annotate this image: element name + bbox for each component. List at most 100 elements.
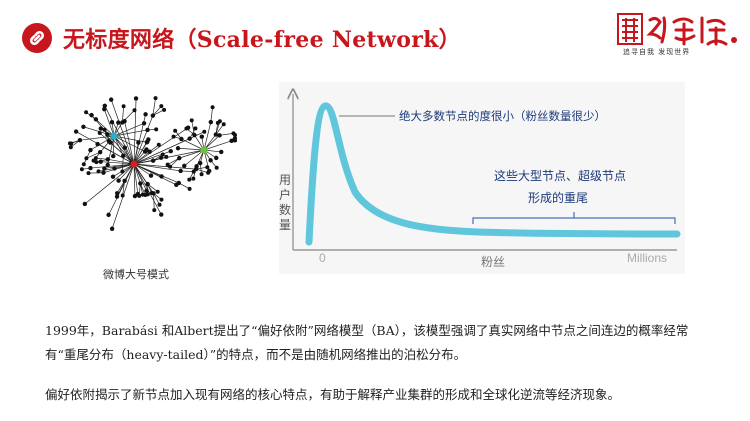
network-node [160, 152, 165, 157]
network-edge [177, 147, 205, 151]
network-node [116, 178, 121, 183]
annotation-tail-2: 形成的重尾 [528, 190, 588, 205]
network-edge [184, 149, 205, 167]
network-edge [103, 109, 115, 137]
network-node [67, 141, 72, 146]
network-node [98, 126, 103, 131]
annotation-majority: 绝大多数节点的度很小（粉丝数量很少） [399, 109, 606, 123]
network-node [122, 145, 128, 150]
network-node [109, 119, 115, 125]
network-node [77, 138, 83, 143]
network-edge [113, 135, 124, 156]
y-label-3: 数 [279, 202, 291, 217]
network-node [208, 158, 213, 163]
x-label: 粉丝 [481, 255, 505, 269]
network-edge [122, 155, 124, 172]
network-node [79, 167, 84, 172]
network-node [111, 153, 116, 159]
network-node [120, 120, 125, 125]
network-node [106, 212, 111, 218]
paragraph-1-line-2: 有“重尾分布（heavy-tailed）”的特点，而不是由随机网络推出的泊松分布… [45, 347, 467, 362]
paragraph-1-line-1: 1999年，Barabási 和Albert提出了“偏好依附”网络模型（BA），… [45, 323, 689, 338]
network-node [145, 127, 150, 133]
network-node [187, 177, 192, 182]
network-edge [118, 163, 135, 181]
network-node [121, 104, 126, 109]
degree-curve [305, 102, 681, 246]
network-node [150, 113, 156, 118]
network-node [156, 142, 161, 147]
page-title: 无标度网络（Scale-free Network） [63, 27, 461, 53]
network-node [105, 132, 110, 137]
network-edge [90, 135, 115, 151]
network-edge [133, 150, 171, 165]
network-edge [79, 135, 115, 141]
network-edge [122, 106, 124, 123]
network-node [219, 149, 224, 155]
network-node [159, 174, 164, 179]
network-node [233, 132, 237, 137]
network-node [191, 176, 196, 181]
network-node [199, 134, 205, 139]
network-node [95, 141, 100, 147]
network-node [102, 103, 107, 108]
network-node [97, 130, 102, 135]
network-node [147, 149, 152, 154]
network-edge [133, 142, 139, 165]
x-tick-millions: Millions [627, 251, 667, 265]
network-node [174, 182, 179, 188]
network-edge [133, 149, 205, 165]
network-edge [75, 131, 135, 165]
network-edge [179, 149, 205, 159]
network-edge [90, 163, 135, 169]
network-node [214, 155, 219, 161]
network-node [159, 197, 164, 202]
network-edge [133, 115, 154, 165]
network-edge [152, 98, 156, 116]
network-edge [110, 99, 135, 165]
network-node [141, 121, 147, 126]
network-edge [124, 121, 135, 165]
network-hub [200, 146, 208, 154]
network-node [143, 192, 148, 197]
network-node [233, 138, 237, 143]
network-node [151, 191, 156, 196]
network-node [205, 165, 210, 170]
network-node [159, 212, 164, 217]
tail-bracket [472, 212, 676, 224]
network-node [101, 170, 106, 175]
network-node [112, 166, 117, 171]
network-node [164, 154, 169, 159]
network-node [105, 157, 111, 162]
network-node [138, 181, 143, 186]
network-node [171, 134, 176, 139]
network-node [150, 158, 156, 163]
paragraph-2: 偏好依附揭示了新节点加入现有网络的核心特点，有助于解释产业集群的形成和全球化逆流… [45, 387, 621, 402]
network-node [145, 181, 150, 187]
link-icon [22, 23, 52, 53]
network-node [178, 168, 183, 174]
network-node [136, 140, 141, 145]
network-node [132, 193, 138, 199]
annotation-tail-1: 这些大型节点、超级节点 [494, 168, 626, 183]
network-edge [181, 138, 205, 151]
network-node [110, 174, 116, 179]
network-edge [219, 133, 234, 136]
network-node [184, 126, 189, 131]
network-node [182, 163, 187, 169]
network-node [102, 127, 107, 132]
degree-distribution-chart: 用 户 数 量 绝大多数节点的度很小（粉丝数量很少） 这些大型节点、超级节点 形… [279, 82, 681, 269]
network-node [122, 178, 127, 184]
network-node [132, 108, 137, 113]
network-node [133, 96, 139, 101]
network-node [96, 169, 101, 174]
network-edge [133, 163, 177, 186]
network-edge [84, 163, 135, 205]
network-node [214, 165, 219, 170]
network-node [215, 120, 220, 125]
network-node [121, 153, 126, 158]
network-edge [189, 131, 205, 139]
network-node [142, 149, 148, 154]
network-node [89, 112, 94, 118]
network-node [189, 118, 194, 123]
